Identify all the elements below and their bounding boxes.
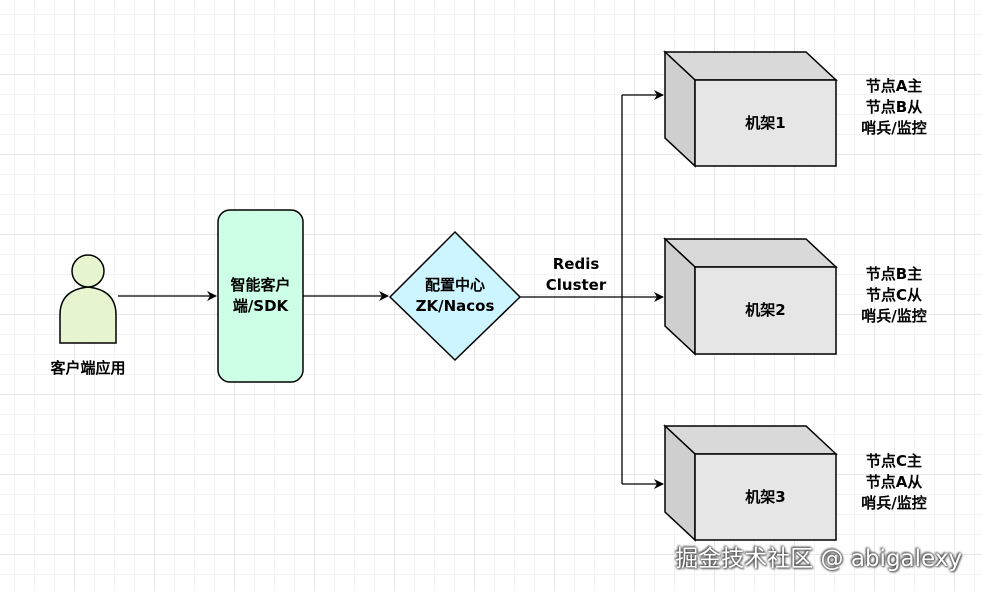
redis-cluster-label: Redis Cluster [545, 255, 607, 294]
user-person-icon [59, 254, 117, 344]
rack-3-notes: 节点C主 节点A从 哨兵/监控 [861, 452, 927, 512]
rack-1-notes: 节点A主 节点B从 哨兵/监控 [861, 77, 927, 137]
client-label: 客户端应用 [50, 359, 126, 377]
rack-2-cube [663, 237, 838, 356]
rack-1-label: 机架1 [745, 114, 786, 132]
rack-3-cube [663, 424, 838, 542]
config-center-label: 配置中心 ZK/Nacos [415, 276, 495, 315]
rack-3-label: 机架3 [745, 488, 786, 506]
rack-2-label: 机架2 [745, 301, 786, 319]
smart-client-label: 智能客户 端/SDK [230, 276, 291, 315]
rack-2-notes: 节点B主 节点C从 哨兵/监控 [861, 265, 927, 325]
watermark-text: 掘金技术社区 @ abigalexy [675, 546, 962, 572]
config-center-diamond [388, 230, 522, 362]
rack-1-cube [663, 50, 838, 168]
